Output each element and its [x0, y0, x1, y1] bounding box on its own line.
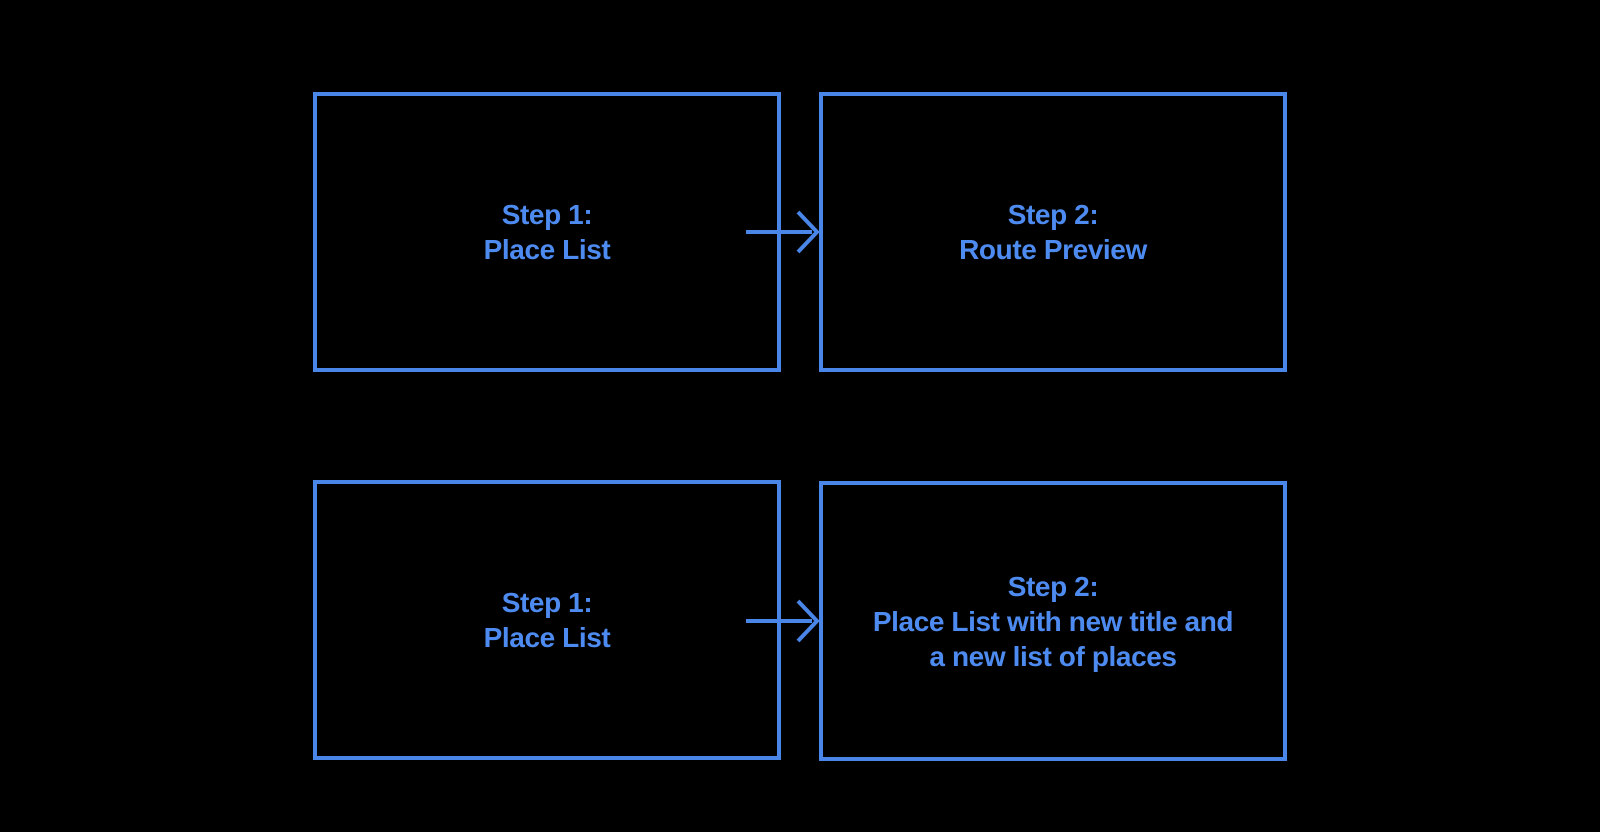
- label-line: Route Preview: [959, 234, 1147, 265]
- flow2-step1-box: Step 1: Place List: [313, 480, 781, 760]
- flow1-step1-label: Step 1: Place List: [484, 197, 611, 267]
- label-line: Place List: [483, 234, 611, 265]
- flow1-step2-box: Step 2: Route Preview: [819, 92, 1287, 372]
- label-line: Step 2:: [1007, 199, 1099, 230]
- label-line: Step 2:: [1007, 570, 1099, 602]
- flow2-step2-label: Step 2: Place List with new title and a …: [872, 569, 1234, 674]
- label-line: a new list of places: [929, 640, 1177, 672]
- label-line: Place List with new title and: [872, 605, 1234, 637]
- label-line: Step 1:: [501, 199, 593, 230]
- flow2-step2-box: Step 2: Place List with new title and a …: [819, 481, 1287, 761]
- label-line: Step 1:: [501, 587, 593, 618]
- flow2-step1-label: Step 1: Place List: [484, 585, 611, 655]
- label-line: Place List: [483, 622, 611, 653]
- flow1-step2-label: Step 2: Route Preview: [959, 197, 1147, 267]
- flow1-step1-box: Step 1: Place List: [313, 92, 781, 372]
